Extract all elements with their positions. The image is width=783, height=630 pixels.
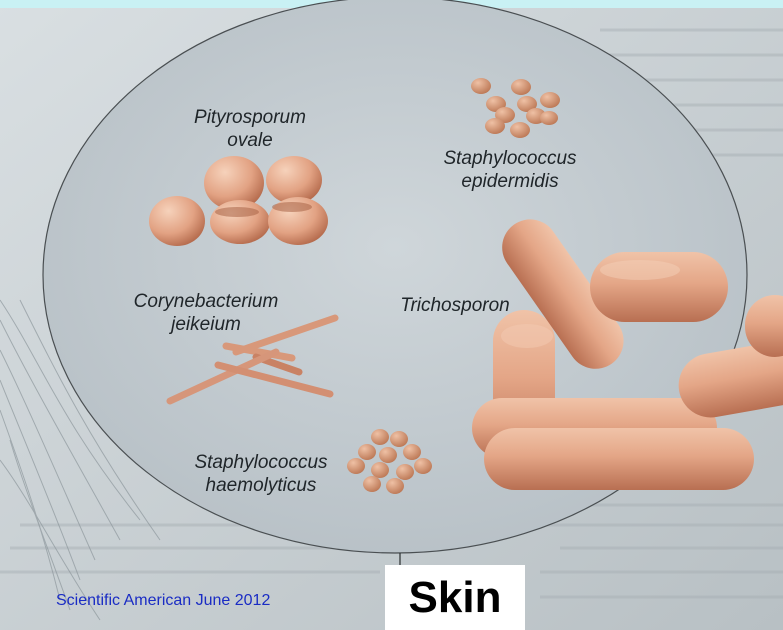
source-credit: Scientific American June 2012 xyxy=(56,592,270,610)
caption-box: Skin xyxy=(385,565,525,630)
label-staphylococcus-epidermidis: Staphylococcus epidermidis xyxy=(420,147,600,193)
label-corynebacterium-jeikeium: Corynebacterium jeikeium xyxy=(116,290,296,336)
label-trichosporon: Trichosporon xyxy=(380,294,530,317)
caption-title: Skin xyxy=(409,573,502,623)
label-staphylococcus-haemolyticus: Staphylococcus haemolyticus xyxy=(168,451,354,497)
label-pityrosporum-ovale: Pityrosporum ovale xyxy=(180,106,320,152)
